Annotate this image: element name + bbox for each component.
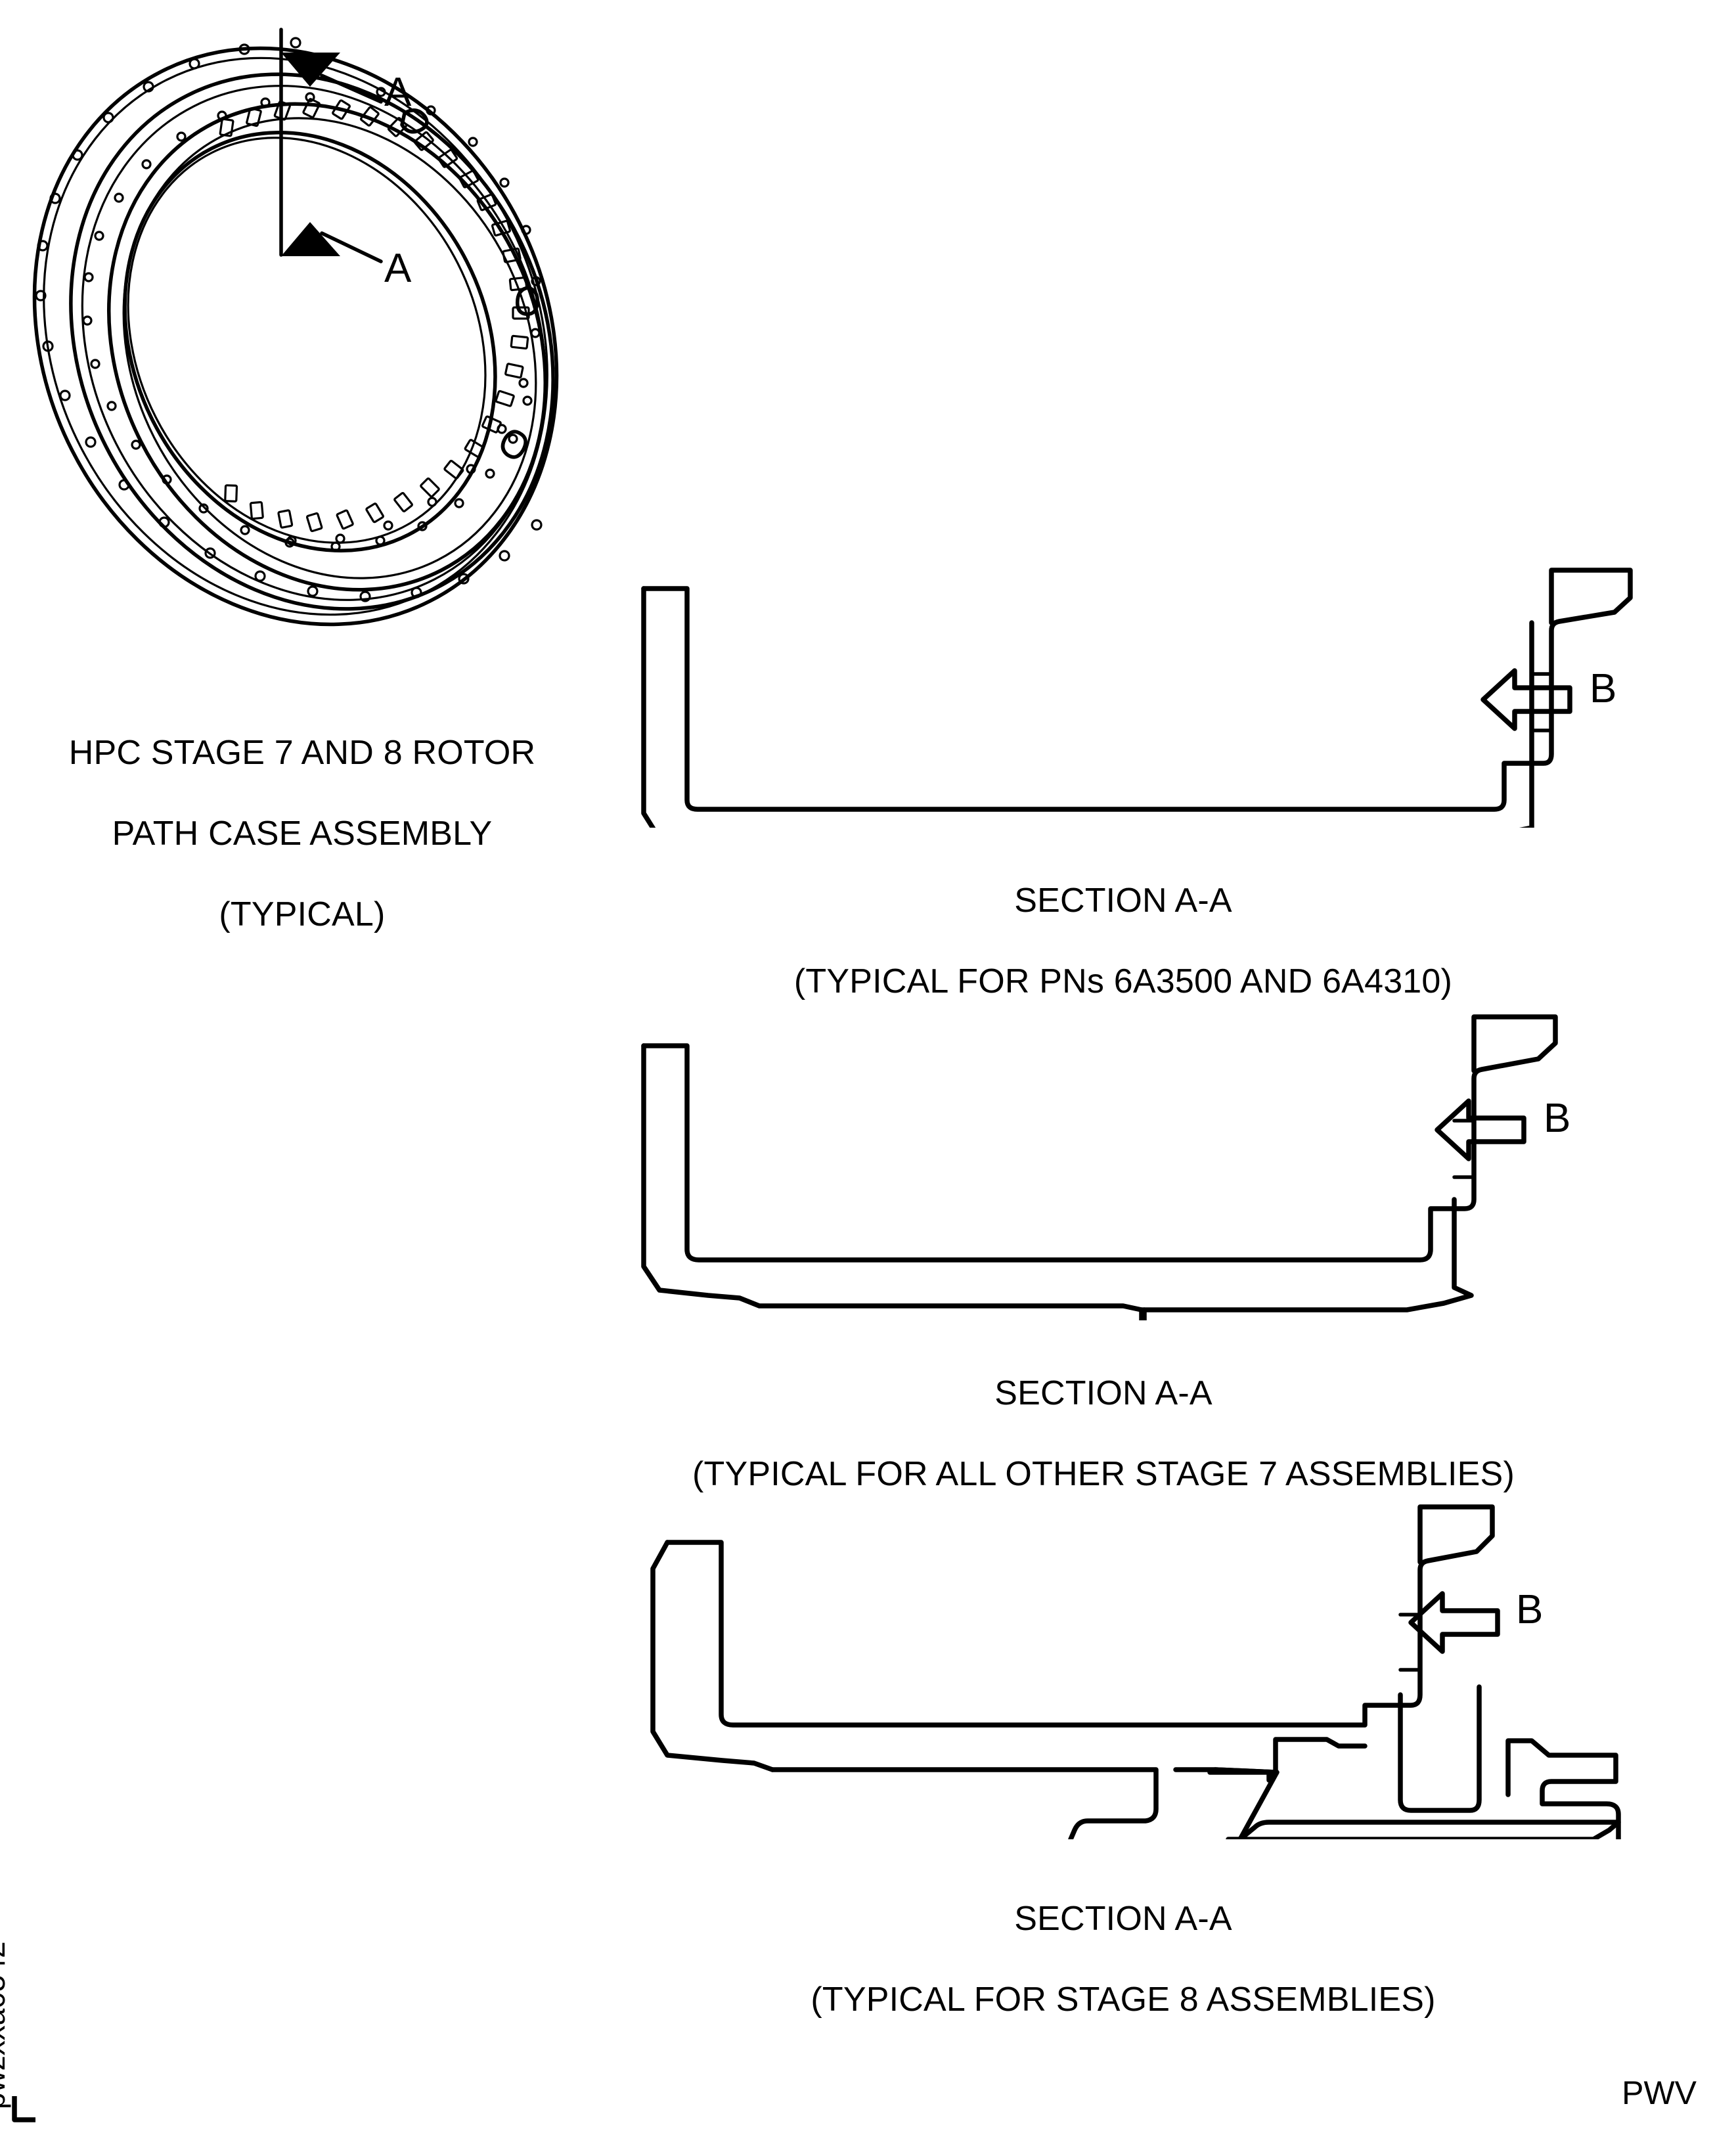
detail-label-b-section-3: B (1516, 1587, 1544, 1632)
detail-arrow-b-section-1 (1478, 660, 1576, 739)
iso-caption-line-1: HPC STAGE 7 AND 8 ROTOR (68, 734, 536, 773)
detail-arrow-b-section-3 (1406, 1583, 1504, 1662)
section-line-label-a-bottom: A (384, 246, 412, 291)
section-line-label-a-top: A (384, 70, 412, 115)
section-line-a-a (279, 28, 383, 263)
inner-flange-bolt-holes (82, 92, 533, 552)
ring-assembly-svg (32, 28, 559, 627)
iso-caption-line-2: PATH CASE ASSEMBLY (112, 815, 493, 853)
figure-id-corner-bracket (9, 2096, 35, 2125)
section-2-title: SECTION A-A (994, 1374, 1213, 1413)
section-view-2-profile (611, 1012, 1636, 1320)
section-1-svg (641, 568, 1633, 828)
section-2-caption: SECTION A-A (TYPICAL FOR ALL OTHER STAGE… (558, 1333, 1649, 1535)
detail-label-b-section-1: B (1590, 666, 1617, 711)
detail-arrow-b-section-2 (1432, 1090, 1530, 1169)
figure-id-label: pwzxxa0542 (0, 1941, 11, 2109)
iso-caption-line-3: (TYPICAL) (219, 895, 386, 933)
section-1-title: SECTION A-A (1014, 882, 1232, 920)
section-3-caption: SECTION A-A (TYPICAL FOR STAGE 8 ASSEMBL… (611, 1859, 1636, 2061)
section-view-1-profile (611, 552, 1636, 828)
arrow-b-icon-3 (1408, 1591, 1500, 1654)
arrow-b-icon-2 (1435, 1098, 1526, 1161)
aft-rim-bolt-holes (286, 87, 541, 546)
blade-track-slot-band (219, 98, 530, 533)
section-2-subtitle: (TYPICAL FOR ALL OTHER STAGE 7 ASSEMBLIE… (692, 1455, 1515, 1494)
sheet-code-label: PWV (1622, 2074, 1697, 2111)
section-1-subtitle: (TYPICAL FOR PNs 6A3500 AND 6A4310) (793, 962, 1453, 1001)
rim-lug-details (400, 108, 539, 459)
section-3-title: SECTION A-A (1014, 1900, 1232, 1938)
detail-label-b-section-2: B (1544, 1096, 1571, 1141)
section-1-caption: SECTION A-A (TYPICAL FOR PNs 6A3500 AND … (611, 841, 1636, 1042)
isometric-ring-assembly-view (13, 13, 617, 670)
arrow-b-icon-1 (1480, 668, 1572, 731)
corner-bracket-icon (12, 2096, 35, 2122)
section-view-3-profile (611, 1498, 1675, 1839)
iso-view-caption: HPC STAGE 7 AND 8 ROTOR PATH CASE ASSEMB… (0, 693, 604, 975)
case-ring-outer-contours (32, 46, 559, 627)
section-2-svg (641, 1014, 1558, 1320)
outer-flange-bolt-holes (35, 37, 543, 602)
section-3-subtitle: (TYPICAL FOR STAGE 8 ASSEMBLIES) (811, 1981, 1436, 2019)
section-3-svg (650, 1504, 1621, 1839)
